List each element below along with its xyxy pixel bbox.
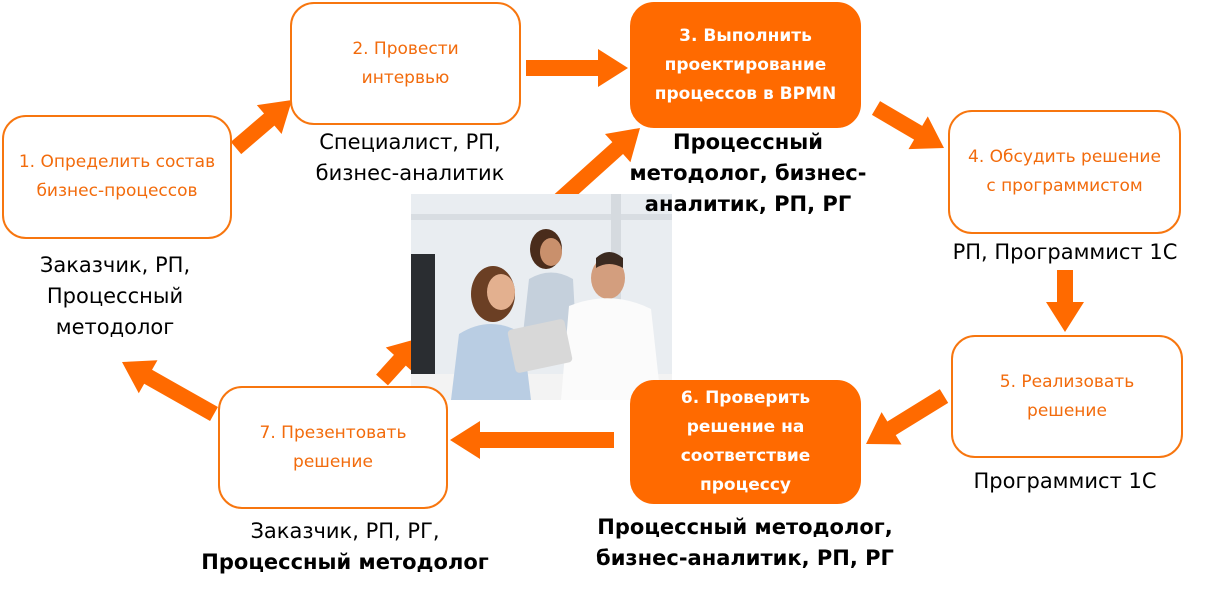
- step-5-label: 5. Реализовать решение: [999, 371, 1135, 421]
- arrow-photo-to-3: [554, 128, 640, 206]
- step-4-label: 4. Обсудить решение с программистом: [968, 147, 1161, 196]
- team-meeting-photo: [411, 194, 672, 400]
- step-7-box: 7. Презентовать решение: [218, 386, 448, 509]
- arrow-6-to-7: [450, 421, 614, 459]
- step-5-roles: Программист 1С: [973, 469, 1157, 493]
- step-7-roles: Заказчик, РП, РГ, Процессный методолог: [170, 516, 520, 578]
- step-3-roles: Процессный методолог, бизнес-аналитик, Р…: [629, 130, 867, 216]
- step-4-roles: РП, Программист 1С: [952, 240, 1178, 264]
- step-7-label: 7. Презентовать решение: [259, 422, 407, 472]
- step-4-box: 4. Обсудить решение с программистом: [948, 110, 1181, 234]
- step-1-box: 1. Определить состав бизнес-процессов: [2, 115, 232, 239]
- step-2-label: 2. Провести интервью: [352, 38, 459, 88]
- arrow-4-to-5: [1046, 270, 1084, 332]
- arrow-5-to-6: [866, 389, 949, 445]
- step-1-roles: Заказчик, РП, Процессный методолог: [39, 253, 191, 339]
- arrow-7-to-1: [122, 360, 218, 421]
- arrow-1-to-2: [230, 100, 292, 155]
- step-6-label: 6. Проверить решение на соответствие про…: [680, 388, 811, 495]
- step-7-roles-normal: Заказчик, РП, РГ,: [250, 519, 440, 543]
- step-2-box: 2. Провести интервью: [290, 2, 521, 125]
- arrow-7-to-photo: [376, 338, 420, 386]
- step-5-box: 5. Реализовать решение: [951, 335, 1183, 458]
- step-7-roles-bold: Процессный методолог: [201, 550, 489, 574]
- arrow-3-to-4: [871, 101, 944, 150]
- step-2-roles: Специалист, РП, бизнес-аналитик: [315, 130, 505, 185]
- step-3-box: 3. Выполнить проектирование процессов в …: [630, 2, 861, 128]
- step-6-roles: Процессный методолог, бизнес-аналитик, Р…: [596, 515, 894, 570]
- step-1-label: 1. Определить состав бизнес-процессов: [18, 152, 216, 201]
- step-6-box: 6. Проверить решение на соответствие про…: [630, 380, 861, 504]
- arrow-2-to-3: [526, 49, 628, 87]
- step-3-label: 3. Выполнить проектирование процессов в …: [654, 25, 837, 104]
